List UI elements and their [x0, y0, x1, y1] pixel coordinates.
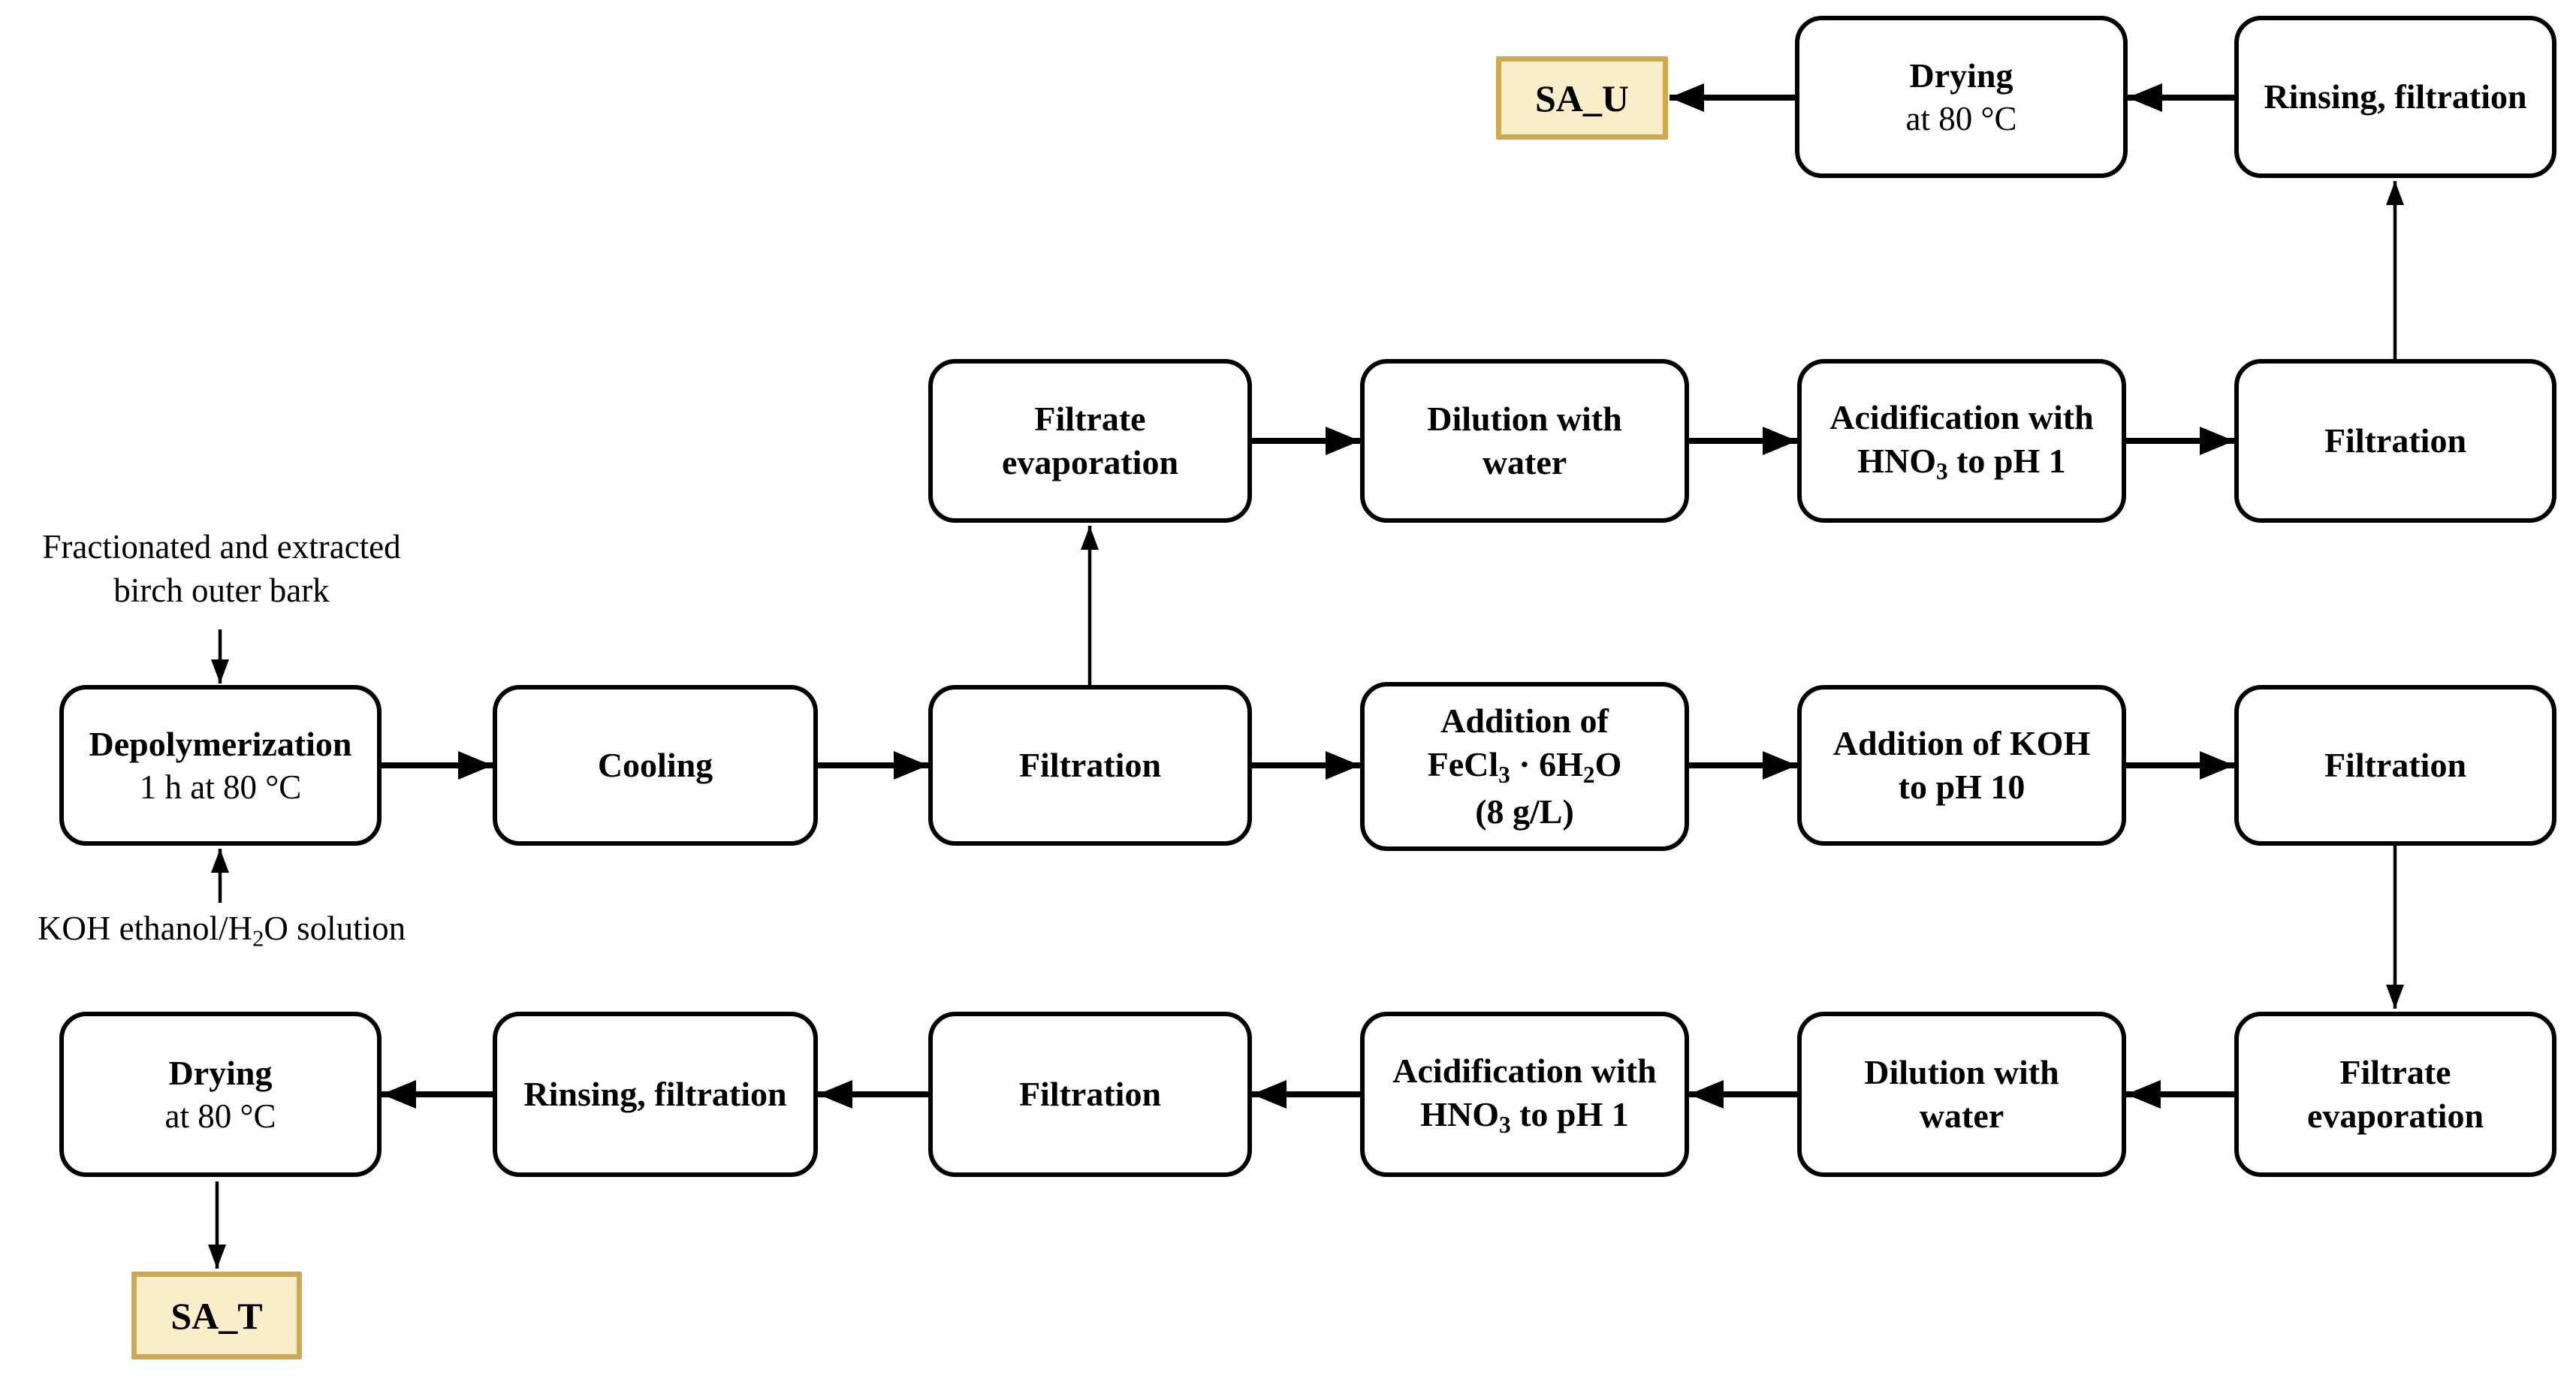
- node-cooling-line1: Cooling: [597, 746, 713, 785]
- input-label-bark-line2: birch outer bark: [113, 571, 330, 609]
- node-sa-t-label: SA_T: [170, 1294, 263, 1337]
- node-filtration-right: Filtration: [2234, 685, 2556, 846]
- input-label-bark: Fractionated and extracted birch outer b…: [8, 526, 436, 612]
- node-depolymerization-line2: 1 h at 80 °C: [139, 768, 302, 806]
- node-dilution-lower: Dilution with water: [1797, 1012, 2126, 1177]
- node-sa-u-label: SA_U: [1534, 77, 1630, 119]
- node-rinsing-lower: Rinsing, filtration: [493, 1012, 818, 1177]
- node-filtration-upper-line1: Filtration: [2324, 421, 2467, 460]
- node-sa-t: SA_T: [131, 1272, 302, 1359]
- node-filtration-main-line1: Filtration: [1018, 746, 1162, 785]
- node-acidification-upper: Acidification with HNO3 to pH 1: [1797, 359, 2126, 523]
- input-label-koh-text: KOH ethanol/H: [37, 910, 253, 947]
- input-label-koh-subscript: 2: [252, 925, 264, 952]
- node-filtration-right-line1: Filtration: [2324, 746, 2467, 785]
- node-acidification-lower-line1: Acidification with: [1392, 1051, 1657, 1090]
- node-acidification-lower-line2: HNO3 to pH 1: [1420, 1094, 1629, 1138]
- node-depolymerization: Depolymerization 1 h at 80 °C: [59, 685, 382, 846]
- node-addition-koh-line2: to pH 10: [1898, 768, 2026, 806]
- node-drying-lower: Drying at 80 °C: [59, 1012, 382, 1177]
- node-dilution-lower-line1: Dilution with: [1864, 1053, 2059, 1092]
- node-cooling: Cooling: [493, 685, 818, 846]
- node-addition-fecl3-formula: FeCl3 · 6H2O: [1427, 745, 1622, 789]
- node-acidification-upper-line1: Acidification with: [1829, 397, 2094, 436]
- node-filtrate-evaporation-upper-line1: Filtrate: [1034, 400, 1146, 439]
- input-label-koh-text-2: O solution: [264, 910, 406, 947]
- node-acidification-upper-line2: HNO3 to pH 1: [1857, 441, 2066, 484]
- node-drying-lower-line1: Drying: [168, 1053, 273, 1092]
- node-filtration-upper: Filtration: [2234, 359, 2556, 523]
- node-filtrate-evaporation-lower-line1: Filtrate: [2339, 1053, 2451, 1092]
- node-addition-fecl3-line3: (8 g/L): [1475, 792, 1574, 831]
- node-drying-lower-line2: at 80 °C: [164, 1097, 276, 1135]
- input-label-bark-line1: Fractionated and extracted: [42, 528, 401, 566]
- node-addition-koh: Addition of KOH to pH 10: [1797, 685, 2126, 846]
- node-rinsing-upper-line1: Rinsing, filtration: [2264, 77, 2527, 116]
- node-filtrate-evaporation-lower-line2: evaporation: [2306, 1097, 2484, 1135]
- node-filtration-lower: Filtration: [928, 1012, 1252, 1177]
- node-rinsing-upper: Rinsing, filtration: [2234, 16, 2556, 178]
- node-dilution-upper: Dilution with water: [1360, 359, 1689, 523]
- node-filtrate-evaporation-upper: Filtrate evaporation: [928, 359, 1252, 523]
- node-drying-upper-line1: Drying: [1909, 56, 2013, 95]
- node-dilution-lower-line2: water: [1919, 1097, 2004, 1135]
- node-filtrate-evaporation-lower: Filtrate evaporation: [2234, 1012, 2556, 1177]
- node-rinsing-lower-line1: Rinsing, filtration: [523, 1075, 787, 1114]
- node-acidification-lower: Acidification with HNO3 to pH 1: [1360, 1012, 1689, 1177]
- node-addition-koh-line1: Addition of KOH: [1832, 724, 2091, 763]
- input-label-koh-solution: KOH ethanol/H2O solution: [0, 907, 443, 954]
- node-depolymerization-line1: Depolymerization: [89, 724, 352, 763]
- node-filtration-lower-line1: Filtration: [1018, 1075, 1162, 1114]
- node-addition-fecl3-line1: Addition of: [1440, 702, 1609, 741]
- node-dilution-upper-line2: water: [1482, 443, 1567, 481]
- node-drying-upper-line2: at 80 °C: [1905, 99, 2017, 137]
- node-addition-fecl3: Addition of FeCl3 · 6H2O (8 g/L): [1360, 682, 1689, 851]
- node-dilution-upper-line1: Dilution with: [1427, 400, 1622, 439]
- node-filtration-main: Filtration: [928, 685, 1252, 846]
- node-drying-upper: Drying at 80 °C: [1795, 16, 2128, 178]
- node-filtrate-evaporation-upper-line2: evaporation: [1001, 443, 1179, 481]
- node-sa-u: SA_U: [1496, 56, 1668, 140]
